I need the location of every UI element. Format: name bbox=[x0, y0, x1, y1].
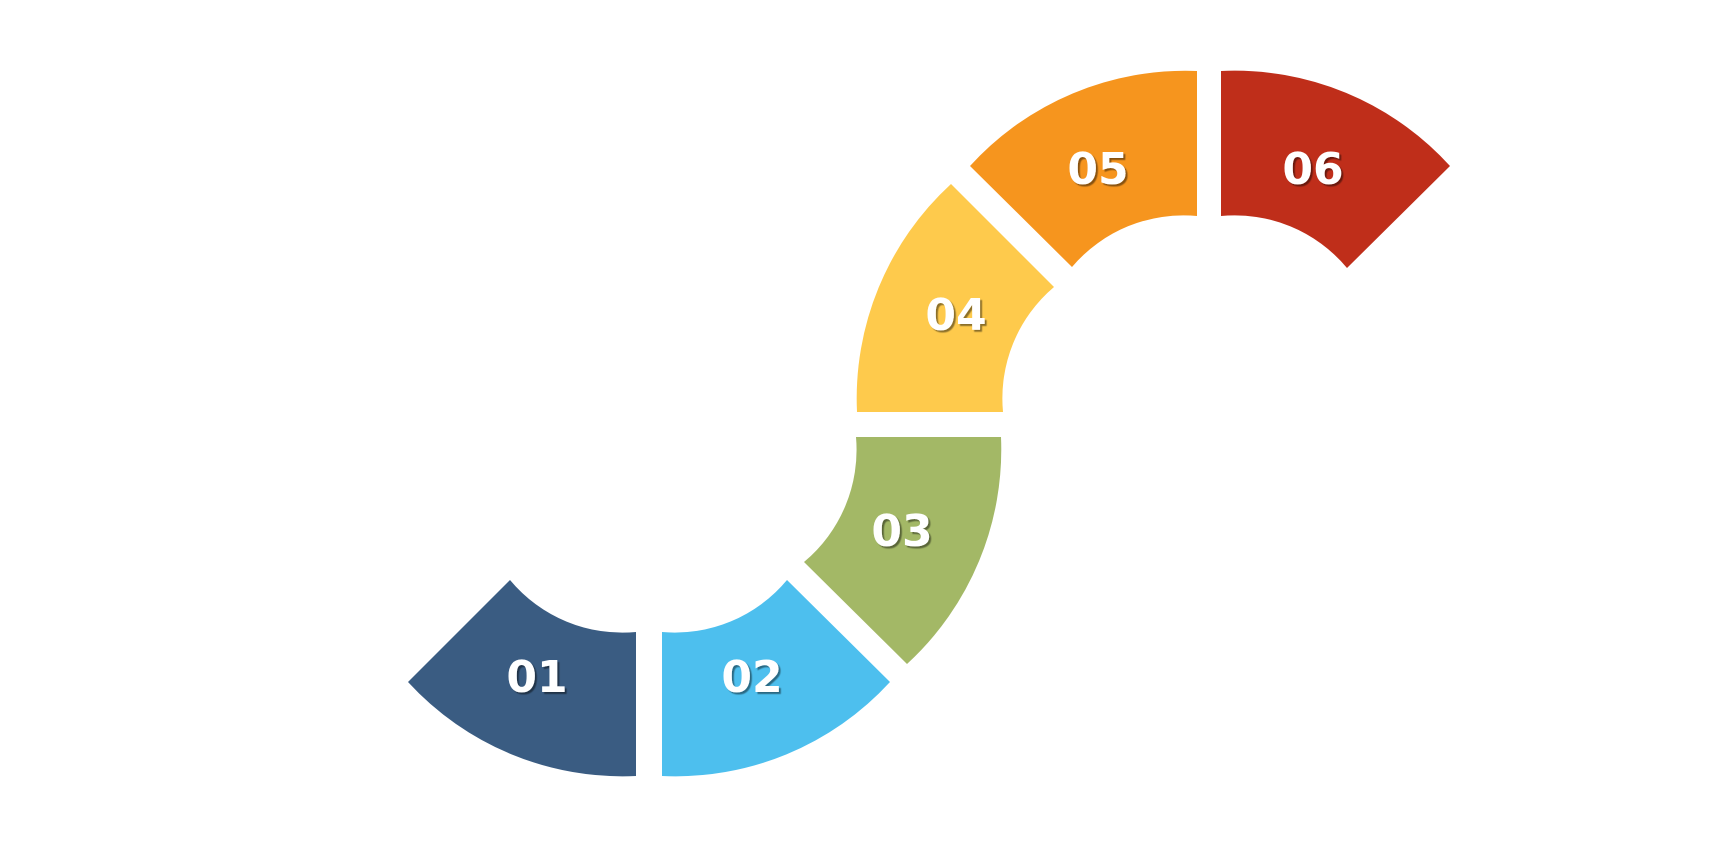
segment-06: 06 bbox=[1221, 70, 1450, 268]
segment-04: 04 bbox=[856, 184, 1054, 412]
segment-02-label: 02 bbox=[721, 652, 782, 703]
segment-03: 03 bbox=[804, 437, 1002, 664]
segment-03-label: 03 bbox=[871, 506, 932, 557]
segment-01: 01 bbox=[408, 580, 636, 777]
segment-02: 02 bbox=[662, 580, 890, 777]
segment-04-shape bbox=[856, 184, 1054, 412]
segment-06-shape bbox=[1221, 70, 1450, 268]
segment-05-label: 05 bbox=[1067, 144, 1128, 195]
segment-03-shape bbox=[804, 437, 1002, 664]
segment-05-shape bbox=[970, 70, 1197, 268]
segment-06-label: 06 bbox=[1282, 144, 1343, 195]
segment-01-shape bbox=[408, 580, 636, 777]
segment-02-shape bbox=[662, 580, 890, 777]
segment-01-label: 01 bbox=[506, 652, 567, 703]
segment-05: 05 bbox=[970, 70, 1197, 268]
segment-04-label: 04 bbox=[925, 290, 986, 341]
